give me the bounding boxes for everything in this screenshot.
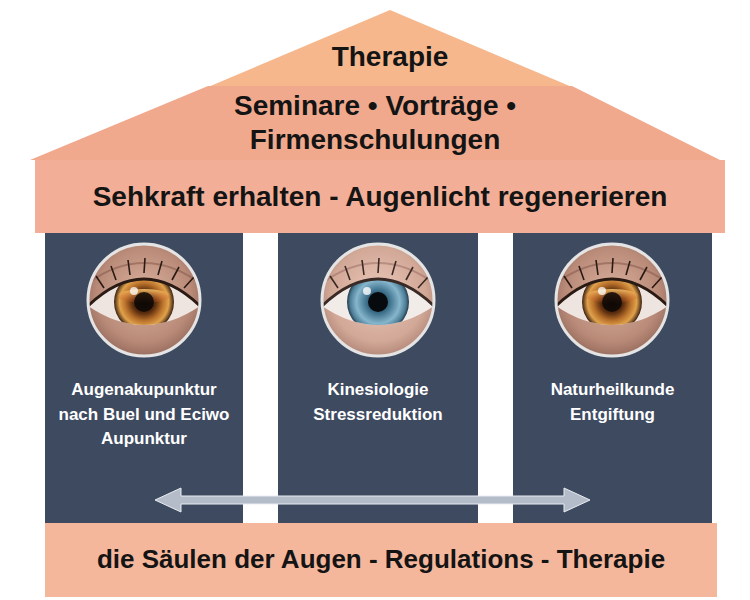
node-text: Kinesiologie Stressreduktion (288, 378, 468, 427)
motto-band: Sehkraft erhalten - Augenlicht regenerie… (35, 160, 725, 233)
node-text: Augenakupunktur nach Buel und Eciwo Aupu… (55, 378, 233, 452)
eye-photo (318, 244, 438, 356)
node-text: Sehkraft erhalten - Augenlicht regenerie… (93, 180, 668, 214)
node-text: die Säulen der Augen - Regulations - The… (97, 544, 665, 575)
roof-apex: Therapie (208, 10, 572, 87)
pillar-box: Kinesiologie Stressreduktion (278, 233, 478, 523)
eye-photo (552, 244, 672, 356)
roof-apex-fill (208, 10, 572, 87)
node-text: Seminare • Vorträge • Firmenschulungen (155, 89, 595, 156)
node-text: Naturheilkunde Entgiftung (523, 378, 702, 427)
double-arrow (155, 488, 590, 512)
roof-band: Seminare • Vorträge • Firmenschulungen (30, 86, 720, 160)
pillar-box: Naturheilkunde Entgiftung (513, 233, 712, 523)
roof-band-fill (30, 86, 720, 160)
pillar-box: Augenakupunktur nach Buel und Eciwo Aupu… (45, 233, 243, 523)
node-text: Therapie (332, 41, 449, 73)
eye-photo (84, 244, 204, 356)
foundation-band: die Säulen der Augen - Regulations - The… (45, 523, 717, 597)
